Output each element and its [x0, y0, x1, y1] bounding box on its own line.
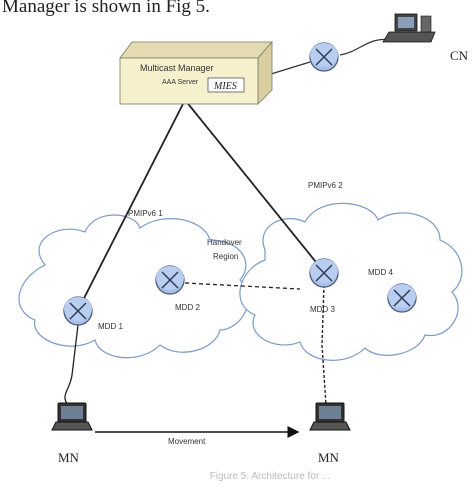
server-title: Multicast Manager [140, 63, 214, 73]
link-server-mdd3 [184, 99, 325, 273]
mdd3-router-icon [309, 258, 339, 288]
computer-icon [382, 13, 436, 43]
handover-label-line1: Handover [207, 238, 242, 247]
figure-caption: Figure 5: Architecture for ... [209, 471, 331, 482]
cn-label: CN [450, 48, 469, 63]
mdd1-router-icon [63, 296, 93, 326]
mdd3-label: MDD 3 [310, 305, 335, 314]
mdd1-label: MDD 1 [98, 322, 123, 331]
pmipv6-1-cloud [18, 214, 249, 359]
link-server-mdd1 [77, 99, 186, 311]
movement-label: Movement [168, 437, 206, 446]
mn-left-laptop-icon [51, 402, 93, 431]
mdd4-router-icon [387, 283, 417, 313]
mn-right-laptop-icon [309, 402, 351, 431]
mdd2-router-icon [155, 265, 185, 295]
mies-label: MIES [213, 81, 237, 92]
header-text: Manager is shown in Fig 5. [2, 0, 210, 17]
link-mdd3-mn [321, 284, 327, 406]
mdd4-label: MDD 4 [368, 268, 393, 277]
cn-router-icon [309, 42, 339, 72]
server-subtitle: AAA Server [162, 79, 199, 86]
handover-link [184, 282, 301, 290]
multicast-manager-server: Multicast Manager AAA Server MIES [119, 40, 273, 105]
handover-label-line2: Region [213, 252, 238, 261]
mn-left-label: MN [58, 450, 80, 465]
pmipv6-2-label: PMIPv6 2 [308, 181, 343, 190]
mn-right-label: MN [318, 450, 340, 465]
mdd2-label: MDD 2 [175, 303, 200, 312]
link-mdd1-mn [64, 324, 79, 406]
pmipv6-1-label: PMIPv6 1 [128, 209, 163, 218]
pmipv6-2-cloud [239, 202, 463, 361]
